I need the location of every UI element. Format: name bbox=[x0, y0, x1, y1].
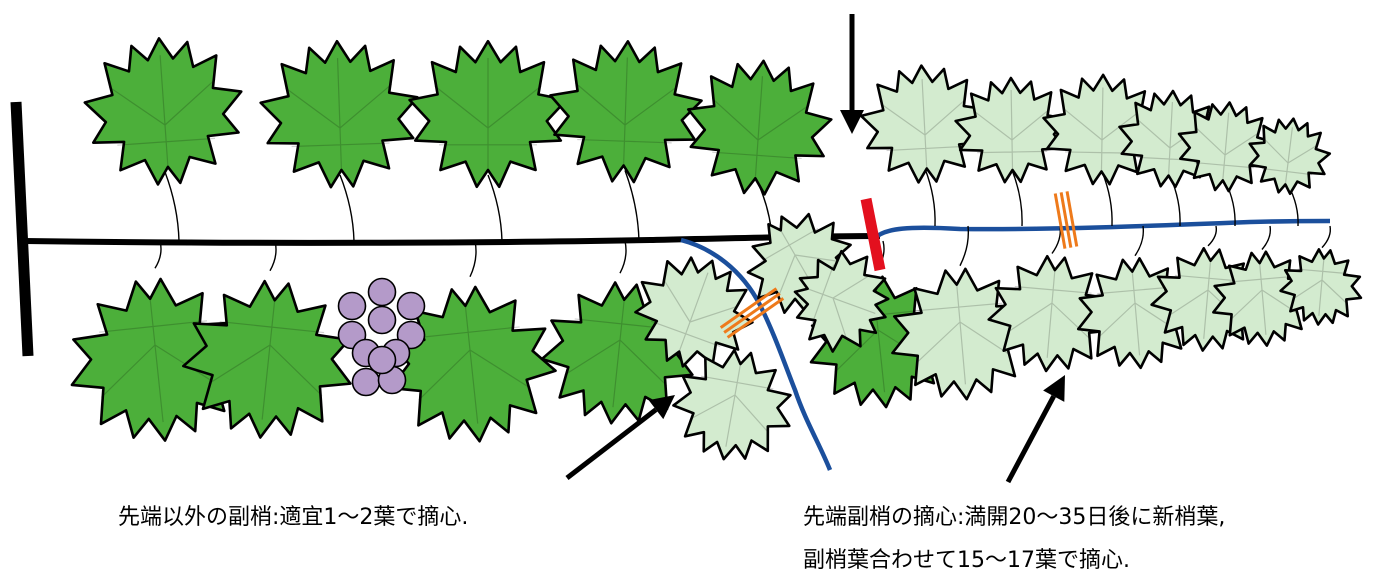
pinch-mark-stroke bbox=[719, 287, 778, 329]
pinch-mark-stroke bbox=[726, 297, 785, 339]
pinch-mark-stroke bbox=[1053, 193, 1067, 249]
pinch-mark-stroke bbox=[1059, 192, 1073, 248]
leaf-petiole bbox=[164, 171, 180, 242]
grape-cluster-icon bbox=[337, 277, 426, 397]
leaf-petiole bbox=[619, 240, 627, 274]
tip-shoot-pinching-caption-line2: 副梢葉合わせて15～17葉で摘心. bbox=[803, 548, 1130, 573]
leaf-petiole bbox=[1011, 169, 1023, 227]
leaf-petiole bbox=[1207, 225, 1218, 247]
leaf-petiole bbox=[959, 225, 970, 267]
mature-grape-leaf-icon bbox=[175, 272, 362, 448]
mature-grape-leaf-icon bbox=[257, 37, 422, 191]
leaf-petiole bbox=[1261, 225, 1272, 250]
leaf-petiole bbox=[1321, 225, 1332, 249]
leaf-petiole bbox=[339, 174, 355, 242]
arrow-shaft bbox=[1005, 395, 1056, 484]
leaf-petiole bbox=[269, 240, 277, 272]
young-grape-leaf-icon bbox=[953, 75, 1071, 185]
mature-grape-leaf-icon bbox=[79, 31, 249, 191]
grape-berry bbox=[396, 291, 426, 321]
lateral-shoot-pinching-caption: 先端以外の副梢:適宜1～2葉で摘心. bbox=[118, 505, 469, 530]
main-shoot-cut-mark bbox=[860, 197, 886, 272]
arrow-head bbox=[648, 395, 675, 420]
leaf-petiole bbox=[469, 240, 477, 278]
leaf-petiole bbox=[924, 168, 936, 227]
arrow-head bbox=[1043, 375, 1065, 402]
cut-position-arrow-icon bbox=[840, 14, 864, 134]
trellis-post bbox=[10, 101, 34, 357]
grape-berry bbox=[367, 305, 397, 335]
pinch-mark-stroke bbox=[723, 292, 781, 334]
leaf-petiole bbox=[154, 240, 162, 269]
arrow-shaft bbox=[565, 407, 658, 480]
grape-berry bbox=[367, 277, 397, 307]
secondary-lateral-shoot bbox=[680, 237, 833, 471]
grape-berry bbox=[367, 345, 397, 375]
main-cane bbox=[24, 233, 881, 246]
tip-shoot-arrow-icon bbox=[1005, 375, 1065, 484]
mature-grape-leaf-icon bbox=[681, 54, 837, 200]
mature-grape-leaf-icon bbox=[408, 39, 568, 189]
mature-grape-leaf-icon bbox=[546, 37, 705, 186]
lateral-pinch-mark bbox=[719, 287, 785, 339]
tip-lateral-shoot bbox=[873, 218, 1331, 240]
arrow-head bbox=[840, 110, 864, 134]
leaf-petiole bbox=[487, 174, 503, 242]
grape-berry bbox=[337, 291, 367, 321]
leaf-petiole bbox=[624, 170, 640, 242]
leaf-petiole bbox=[1134, 225, 1145, 257]
lateral-shoot-arrow-icon bbox=[565, 395, 675, 480]
pinch-mark-stroke bbox=[1065, 191, 1079, 247]
tip-lateral-pinch-mark bbox=[1053, 191, 1079, 249]
tip-shoot-pinching-caption-line1: 先端副梢の摘心:満開20～35日後に新梢葉, bbox=[803, 505, 1226, 530]
